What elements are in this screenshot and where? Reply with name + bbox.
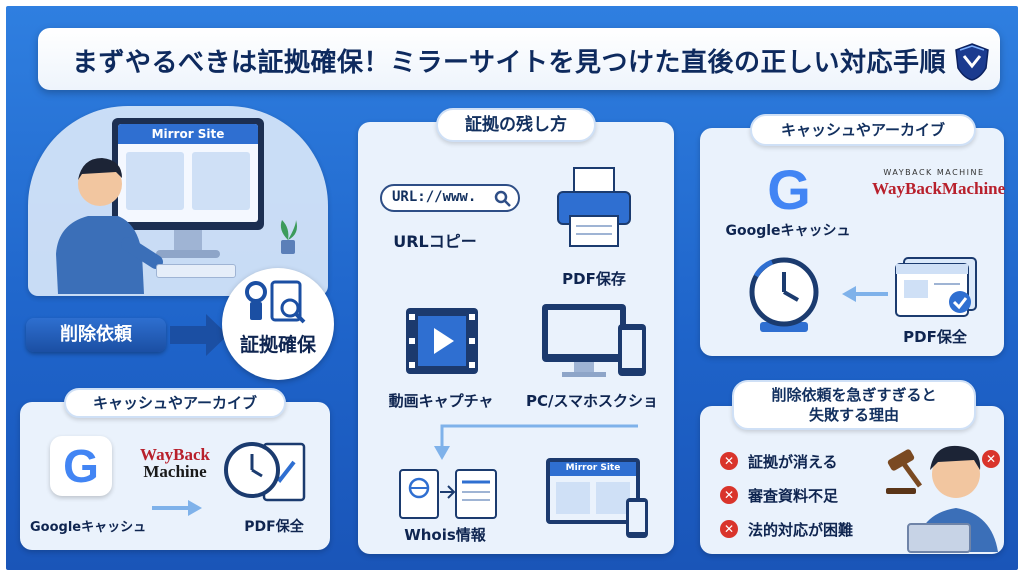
right-archive-panel	[700, 128, 1004, 356]
page-title: まずやるべきは証拠確保！ミラーサイトを見つけた直後の正しい対応手順	[72, 48, 946, 78]
left-wayback-logo: WayBack Machine	[140, 446, 210, 480]
google-icon: G	[50, 436, 112, 496]
left-pdf-save-label: PDF保全	[244, 519, 304, 535]
mirror-site-mini-monitor: Mirror Site	[546, 458, 640, 524]
whois-label: Whois情報	[404, 526, 486, 544]
search-icon	[494, 190, 511, 207]
infographic-frame: まずやるべきは証拠確保！ミラーサイトを見つけた直後の正しい対応手順 Mirror…	[6, 6, 1018, 570]
printer-icon	[557, 167, 631, 247]
reasons-title-line1: 削除依頼を急ぎすぎると	[771, 386, 937, 404]
x-circle-icon: ✕	[720, 486, 738, 504]
keyboard	[156, 264, 236, 278]
right-pdf-save-label: PDF保全	[903, 328, 967, 346]
right-browser-check-icon	[895, 257, 977, 317]
right-reasons-pill: 削除依頼を急ぎすぎると 失敗する理由	[732, 380, 976, 430]
x-circle-icon: ✕	[720, 452, 738, 470]
evidence-magnifier-icon	[245, 280, 306, 324]
left-clock-doc-icon	[224, 442, 306, 502]
right-left-arrow-icon	[842, 286, 888, 302]
monitor-titlebar: Mirror Site	[118, 124, 258, 144]
worried-person-icon	[907, 445, 998, 553]
url-search-bar: URL://www.	[380, 184, 520, 212]
header-banner: まずやるべきは証拠確保！ミラーサイトを見つけた直後の正しい対応手順	[38, 28, 1000, 90]
url-text: URL://www.	[392, 189, 477, 205]
monitor-base	[156, 250, 220, 258]
pc-screenshot-label: PC/スマホスクショ	[525, 392, 659, 410]
wayback-line1: WayBack	[140, 445, 210, 464]
arrow-right-icon	[170, 314, 228, 356]
reason-item-2: 審査資料不足	[748, 487, 839, 505]
right-wayback-logo: WayBackMachine	[872, 179, 1006, 198]
wayback-line2: Machine	[143, 462, 207, 481]
monitor-card-1	[126, 152, 184, 210]
mini-title: Mirror Site	[565, 463, 621, 473]
left-archive-pill: キャッシュやアーカイブ	[64, 388, 286, 418]
google-g-icon: G	[767, 158, 811, 221]
monitor-stand	[174, 230, 202, 250]
delete-request-label: 削除依頼	[26, 318, 166, 352]
monitor-card-2	[192, 152, 250, 210]
reason-item-1: 証拠が消える	[748, 453, 838, 471]
person-at-desk-icon	[56, 158, 163, 294]
x-circle-icon: ✕	[720, 520, 738, 538]
pdf-store-label: PDF保存	[562, 270, 626, 288]
left-google-cache-label: Googleキャッシュ	[30, 520, 147, 535]
monitor-title: Mirror Site	[151, 127, 225, 141]
pc-phone-icon	[542, 304, 646, 377]
gavel-icon	[886, 449, 923, 494]
url-copy-label: URLコピー	[393, 232, 477, 251]
mini-phone	[626, 498, 648, 538]
right-wayback-small: WAYBACK MACHINE	[883, 168, 985, 177]
left-arrow-right-icon	[152, 500, 202, 516]
right-clock-icon	[749, 257, 819, 332]
plant-icon	[280, 220, 297, 254]
right-google-logo: G	[754, 160, 824, 220]
right-archive-pill: キャッシュやアーカイブ	[750, 114, 976, 146]
video-film-icon	[406, 308, 478, 374]
reasons-title-line2: 失敗する理由	[808, 406, 899, 424]
evidence-secure-label: 証拠確保	[239, 334, 316, 356]
mini-titlebar: Mirror Site	[550, 462, 636, 476]
video-capture-label: 動画キャプチャ	[388, 392, 494, 410]
mini-screen: Mirror Site	[550, 462, 636, 520]
shield-logo-icon	[955, 43, 989, 81]
monitor: Mirror Site	[112, 118, 264, 230]
monitor-screen: Mirror Site	[118, 124, 258, 222]
flow-arrow-icon	[434, 424, 638, 460]
x-circle-icon: ✕	[982, 450, 1000, 468]
whois-docs-icon	[399, 469, 497, 519]
middle-pill: 証拠の残し方	[436, 108, 596, 142]
reason-item-3: 法的対応が困難	[748, 521, 854, 539]
right-google-cache-label: Googleキャッシュ	[725, 223, 851, 239]
